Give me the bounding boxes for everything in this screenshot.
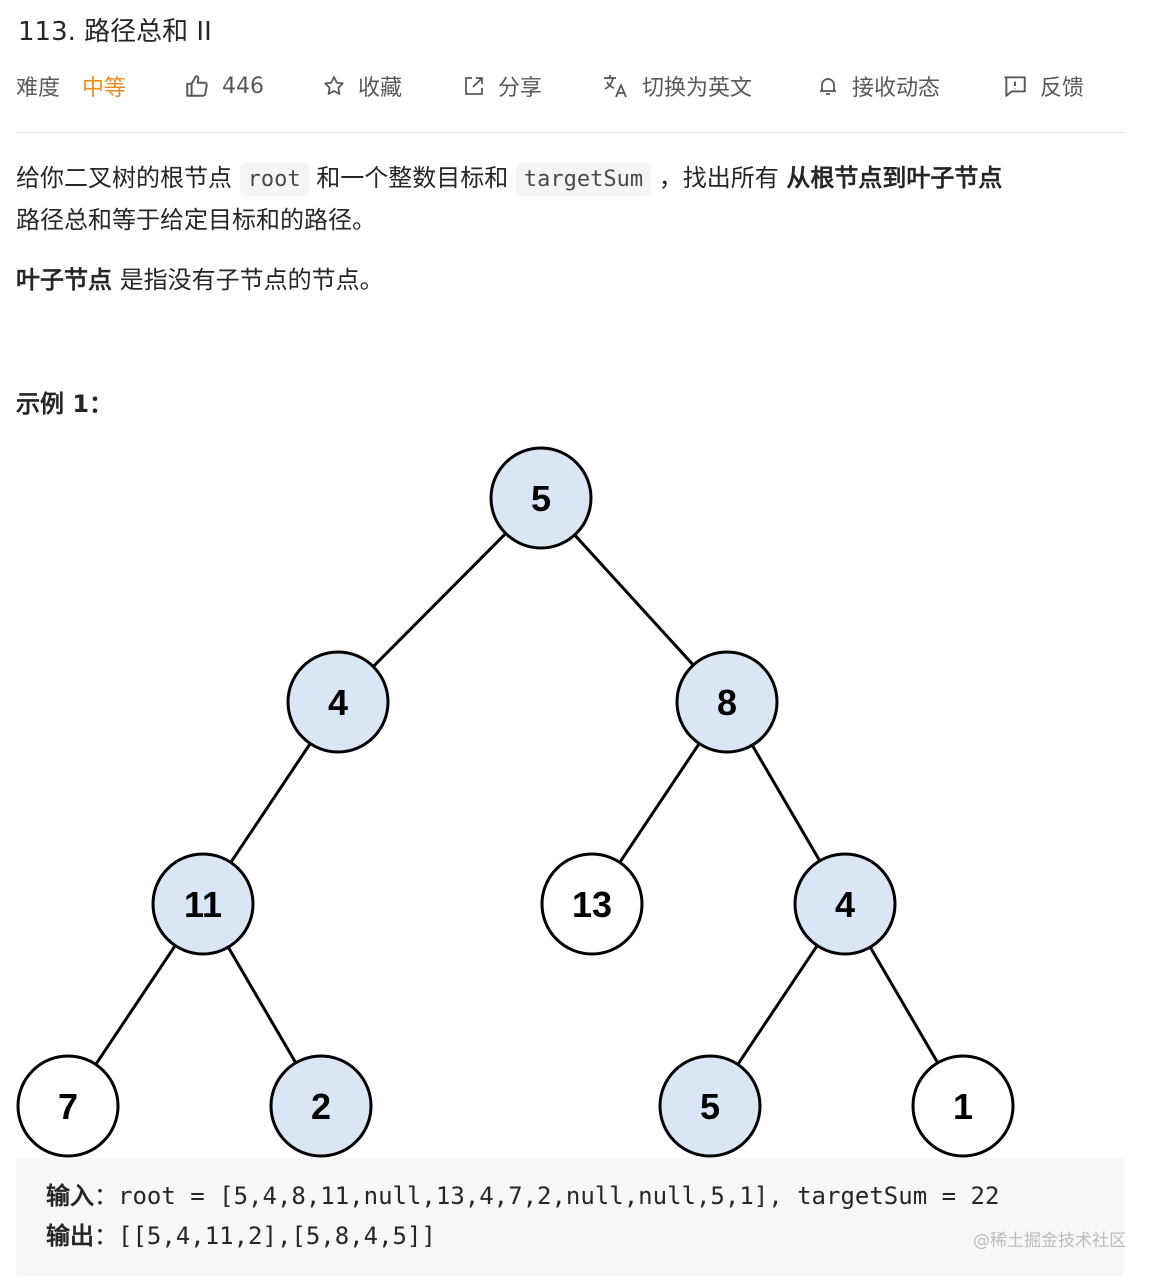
tree-edge: [868, 946, 940, 1064]
switch-language-label: 切换为英文: [642, 76, 753, 101]
tree-edge: [573, 533, 695, 667]
description-text: 和一个整数目标和: [316, 164, 509, 192]
tree-edge: [750, 744, 822, 862]
input-label: 输入: [46, 1182, 94, 1210]
tree-node: 4: [793, 852, 897, 956]
input-value: ：root = [5,4,8,11,null,13,4,7,2,null,nul…: [94, 1182, 1000, 1210]
difficulty-label: 难度: [16, 76, 61, 101]
output-label: 输出: [46, 1222, 94, 1250]
subscribe-button[interactable]: 接收动态: [816, 70, 1002, 102]
subscribe-label: 接收动态: [852, 76, 941, 101]
tree-node-label: 8: [717, 682, 737, 723]
tree-node: 13: [540, 852, 644, 956]
tree-node: 1: [911, 1054, 1015, 1158]
tree-edge: [618, 742, 701, 864]
description-text: ，找出所有: [658, 164, 779, 192]
tree-node-label: 1: [953, 1086, 973, 1127]
thumbs-up-icon: [186, 75, 208, 97]
description-text: 给你二叉树的根节点: [16, 164, 232, 192]
tree-node: 8: [675, 650, 779, 754]
tree-node: 11: [151, 852, 255, 956]
tree-node-circle: [269, 1054, 373, 1158]
feedback-label: 反馈: [1040, 76, 1085, 101]
difficulty: 难度 中等: [16, 70, 184, 102]
tree-node-label: 5: [531, 478, 551, 519]
problem-meta-bar: 难度 中等 446 收藏 分享 切换为英文 接收动态: [16, 66, 1124, 106]
tree-edge: [229, 742, 312, 864]
tree-node-circle: [151, 852, 255, 956]
tree-node: 5: [489, 446, 593, 550]
tree-edge: [226, 946, 298, 1064]
binary-tree-diagram: 5 4 8 11 13 4 7 2 5 1: [16, 446, 1015, 1158]
inline-code-root: root: [239, 163, 309, 196]
tree-node: 5: [658, 1054, 762, 1158]
tree-node-circle: [911, 1054, 1015, 1158]
leaf-definition-text: 是指没有子节点的节点。: [119, 266, 384, 294]
tree-node-label: 7: [58, 1086, 78, 1127]
tree-node-label: 2: [311, 1086, 331, 1127]
tree-node-label: 11: [184, 884, 222, 925]
leaf-definition: 叶子节点 是指没有子节点的节点。: [16, 260, 384, 300]
like-count: 446: [222, 73, 264, 99]
feedback-icon: [1004, 76, 1026, 97]
tree-node-label: 5: [700, 1086, 720, 1127]
translate-icon: [604, 75, 627, 98]
tree-node-circle: [658, 1054, 762, 1158]
example-io-block: 输入：root = [5,4,8,11,null,13,4,7,2,null,n…: [16, 1158, 1124, 1276]
divider: [16, 132, 1124, 133]
share-icon: [465, 77, 483, 95]
example-output-line: 输出：[[5,4,11,2],[5,8,4,5]]: [46, 1216, 436, 1256]
tree-node: 4: [286, 650, 390, 754]
tree-node-label: 4: [835, 884, 855, 925]
favorite-button[interactable]: 收藏: [322, 70, 462, 102]
like-button[interactable]: 446: [184, 73, 322, 99]
tree-node-circle: [286, 650, 390, 754]
description-bold: 从根节点到叶子节点: [786, 164, 1003, 192]
tree-node-label: 13: [572, 884, 612, 925]
description-paragraph-1: 给你二叉树的根节点 root 和一个整数目标和 targetSum ，找出所有 …: [16, 158, 1126, 240]
tree-node-circle: [540, 852, 644, 956]
favorite-label: 收藏: [358, 76, 403, 101]
description-text: 路径总和等于给定目标和的路径。: [16, 206, 376, 234]
tree-node-circle: [16, 1054, 120, 1158]
share-label: 分享: [498, 76, 543, 101]
tree-node-circle: [793, 852, 897, 956]
problem-title: 113. 路径总和 II: [18, 17, 212, 47]
switch-language-button[interactable]: 切换为英文: [602, 70, 816, 102]
tree-edge: [94, 944, 177, 1066]
share-button[interactable]: 分享: [462, 70, 602, 102]
output-value: ：[[5,4,11,2],[5,8,4,5]]: [94, 1222, 436, 1250]
tree-node: 2: [269, 1054, 373, 1158]
watermark: @稀土掘金技术社区: [973, 1231, 1126, 1251]
leaf-definition-bold: 叶子节点: [16, 266, 112, 294]
feedback-button[interactable]: 反馈: [1002, 70, 1084, 102]
tree-node: 7: [16, 1054, 120, 1158]
inline-code-targetsum: targetSum: [515, 163, 652, 196]
tree-edge: [372, 532, 507, 668]
example-title: 示例 1：: [16, 390, 114, 418]
tree-edge: [736, 944, 819, 1066]
tree-node-label: 4: [328, 682, 348, 723]
tree-node-circle: [489, 446, 593, 550]
difficulty-value: 中等: [82, 76, 127, 101]
problem-description: 给你二叉树的根节点 root 和一个整数目标和 targetSum ，找出所有 …: [16, 158, 1126, 240]
tree-node-circle: [675, 650, 779, 754]
bell-icon: [820, 78, 836, 95]
example-input-line: 输入：root = [5,4,8,11,null,13,4,7,2,null,n…: [46, 1176, 999, 1216]
star-icon: [324, 76, 344, 95]
